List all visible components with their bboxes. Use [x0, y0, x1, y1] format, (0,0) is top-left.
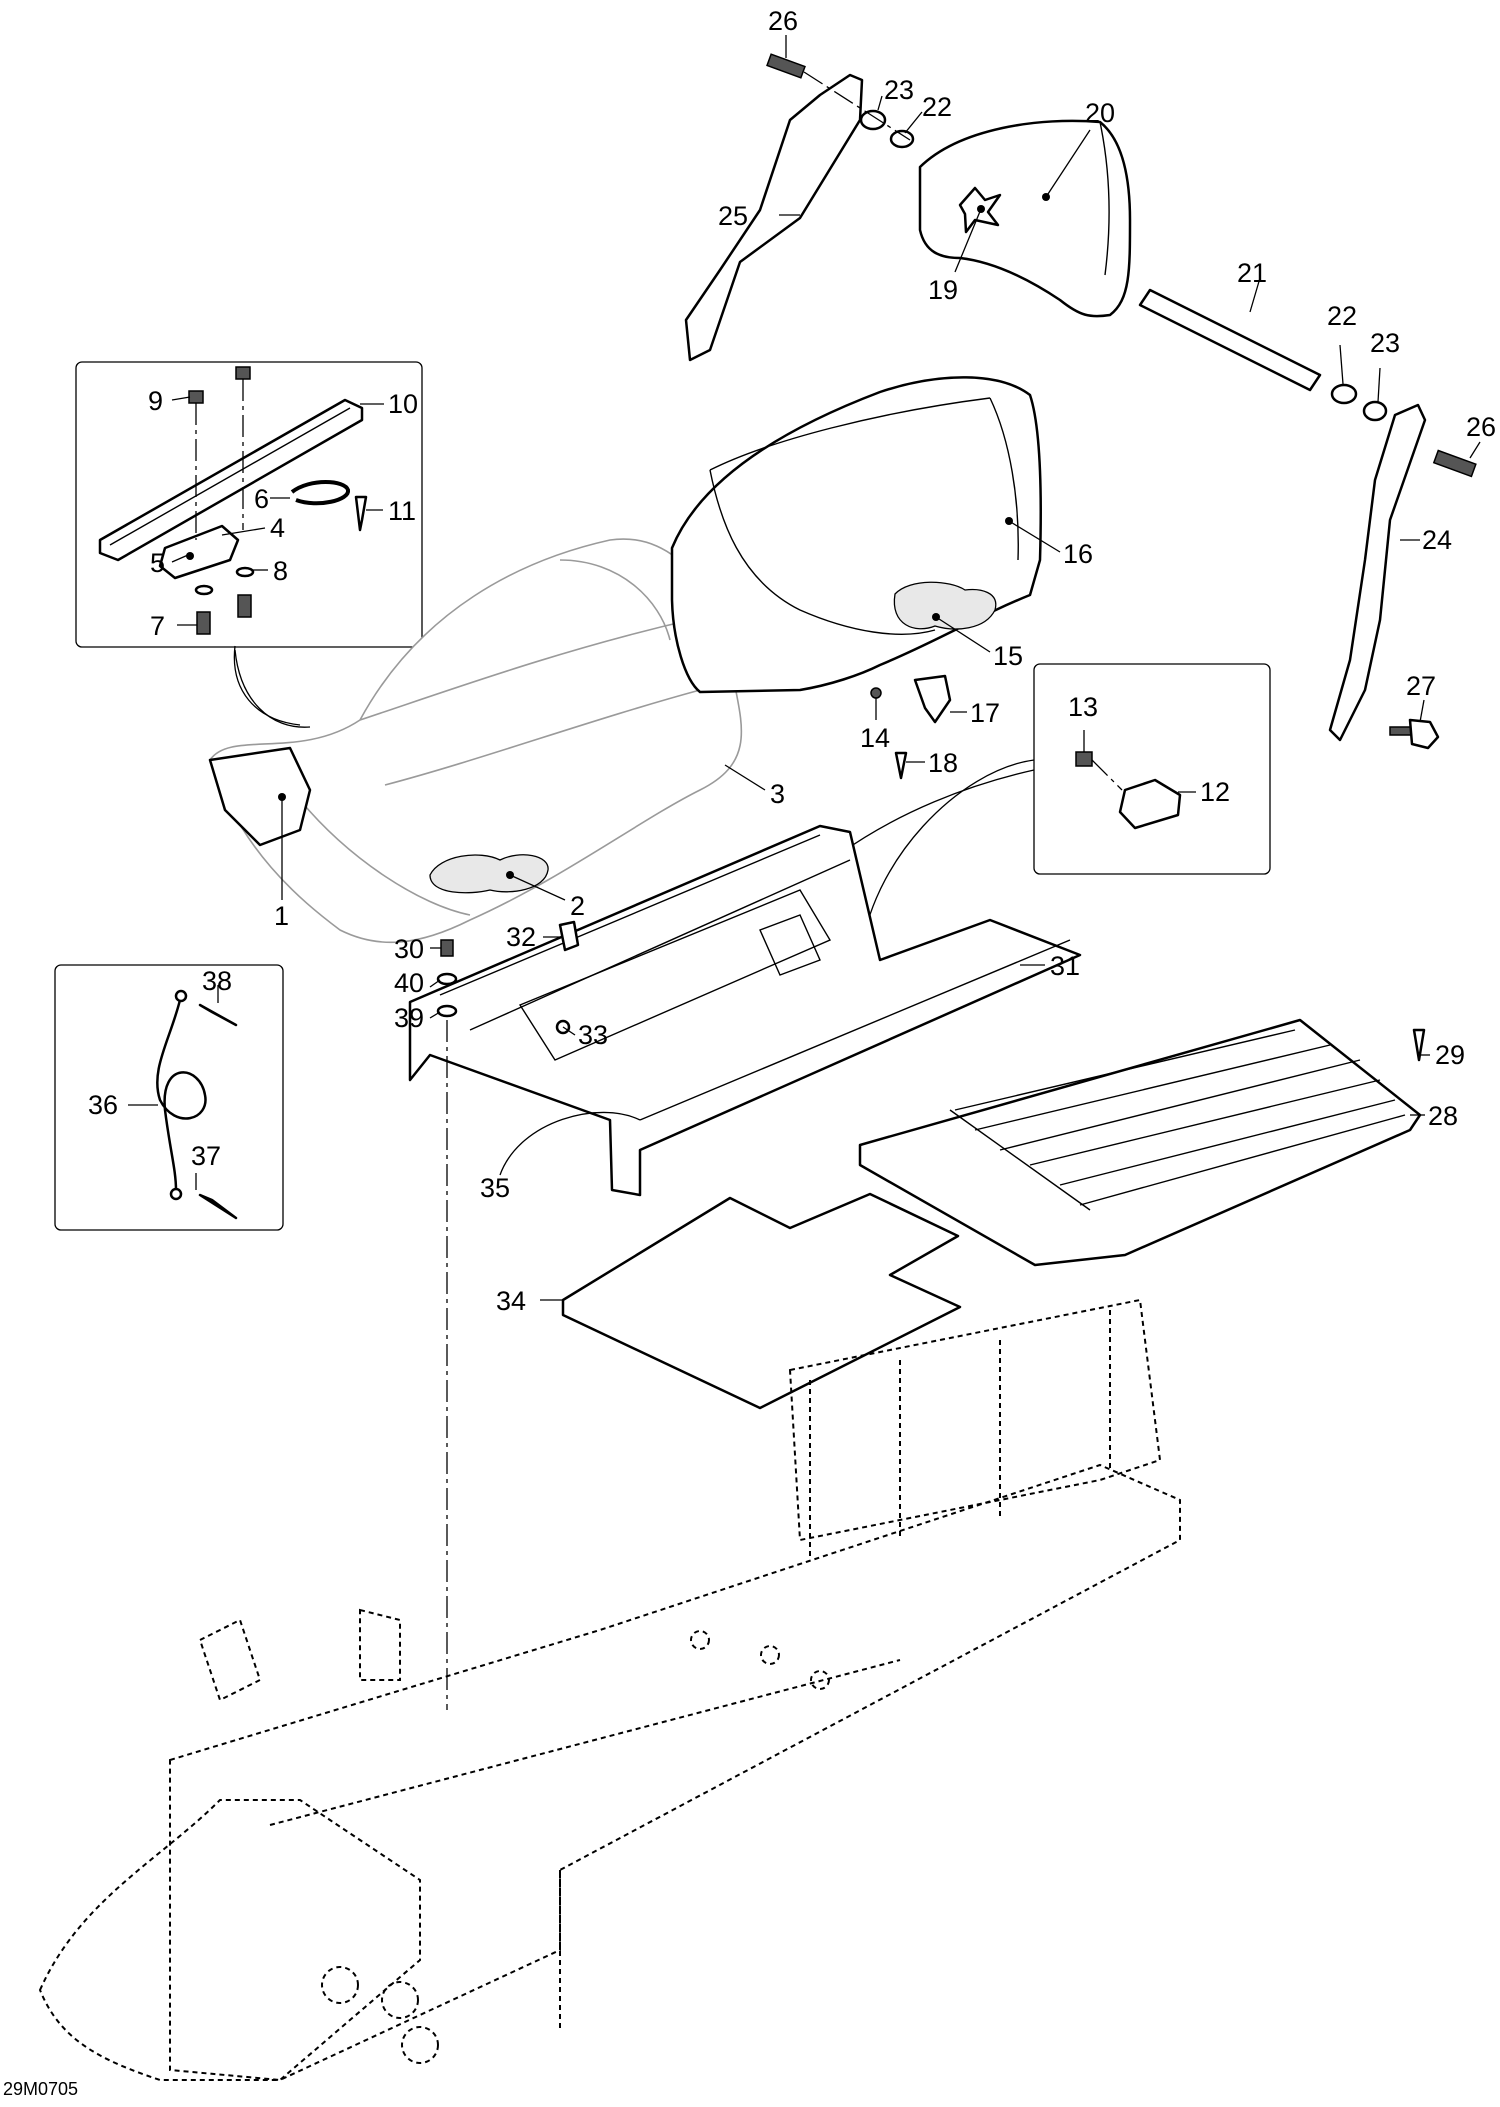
fastener-14	[870, 687, 882, 699]
seat-pad-2	[429, 854, 549, 894]
callout-labels: 1 2 3 4 5 6 7 8 9 10 11 12 13 14 15 16 1…	[88, 6, 1496, 1316]
callout-26-top: 26	[768, 6, 798, 36]
washer-22-bottom	[1330, 383, 1358, 405]
seat-front-cap-1	[208, 746, 312, 847]
callout-39: 39	[394, 1003, 424, 1033]
rod-21	[1138, 288, 1322, 392]
callout-1: 1	[274, 901, 289, 931]
callout-31: 31	[1050, 951, 1080, 981]
nut-9	[188, 390, 204, 404]
bracket-24	[1328, 403, 1427, 742]
callout-28: 28	[1428, 1101, 1458, 1131]
leader-lines	[128, 35, 1481, 1301]
latch-spring-6	[290, 480, 350, 506]
callout-35: 35	[480, 1173, 510, 1203]
backrest-cushion-16	[670, 376, 1042, 694]
callout-14: 14	[860, 723, 890, 753]
detail-box-seat-latch	[75, 361, 423, 648]
rivet-38	[198, 1003, 238, 1027]
washer-40	[436, 972, 458, 986]
callout-7: 7	[150, 611, 165, 641]
leader-seat-latch	[234, 649, 311, 728]
detail-leader-latch	[233, 645, 301, 726]
rivet-29	[1412, 1028, 1426, 1062]
backrest-pad-20	[918, 119, 1132, 318]
callout-10: 10	[388, 389, 418, 419]
detail-box-hinge	[1033, 663, 1271, 875]
callout-26-bottom: 26	[1466, 412, 1496, 442]
callout-33: 33	[578, 1020, 608, 1050]
cargo-rack-28	[858, 1018, 1422, 1267]
rivet-11	[354, 495, 368, 532]
washer-8	[194, 566, 255, 596]
callout-2: 2	[570, 891, 585, 921]
callout-8: 8	[273, 556, 288, 586]
axis-line-hinge	[1091, 759, 1123, 791]
knob-27	[1389, 718, 1440, 750]
detail-box-tether-cable	[54, 964, 284, 1231]
backrest-pad-15	[893, 581, 997, 630]
screw-26-bottom	[1432, 449, 1477, 478]
callout-25: 25	[718, 201, 748, 231]
washer-23-top	[859, 109, 887, 131]
callout-12: 12	[1200, 777, 1230, 807]
callout-24: 24	[1422, 525, 1452, 555]
screw-7	[196, 594, 252, 635]
latch-bracket-10	[98, 398, 364, 562]
bracket-17	[913, 674, 952, 724]
nut-9b	[235, 366, 251, 380]
callout-17: 17	[970, 698, 1000, 728]
callout-34: 34	[496, 1286, 526, 1316]
callout-19: 19	[928, 275, 958, 305]
callout-30: 30	[394, 934, 424, 964]
washer-22-top	[889, 129, 915, 149]
callout-3: 3	[770, 779, 785, 809]
drawing-code: 29M0705	[3, 2079, 78, 2099]
callout-23-bottom: 23	[1370, 328, 1400, 358]
callout-6: 6	[254, 484, 269, 514]
callout-21: 21	[1237, 258, 1267, 288]
hinge-12	[1118, 778, 1182, 830]
bolt-30	[440, 939, 454, 957]
callout-9: 9	[148, 386, 163, 416]
bracket-25	[684, 73, 864, 362]
callout-5: 5	[150, 548, 165, 578]
callout-15: 15	[993, 641, 1023, 671]
callout-13: 13	[1068, 692, 1098, 722]
callout-22-top: 22	[922, 92, 952, 122]
screw-13	[1075, 751, 1093, 767]
callout-18: 18	[928, 748, 958, 778]
bumper-32	[558, 920, 580, 952]
callout-23-top: 23	[884, 75, 914, 105]
seat-assembly-3	[209, 538, 743, 944]
callout-20: 20	[1085, 98, 1115, 128]
tether-cable-36	[156, 989, 207, 1201]
callout-16: 16	[1063, 539, 1093, 569]
callout-27: 27	[1406, 671, 1436, 701]
callout-32: 32	[506, 922, 536, 952]
foam-pad-34	[561, 1192, 962, 1410]
callout-4: 4	[270, 513, 285, 543]
callout-40: 40	[394, 968, 424, 998]
chassis-tunnel	[38, 1298, 1181, 2082]
callout-29: 29	[1435, 1040, 1465, 1070]
callout-37: 37	[191, 1141, 221, 1171]
seat-base-31	[408, 824, 1082, 1197]
rivet-37	[198, 1193, 238, 1220]
axis-line-top	[803, 71, 911, 141]
screw-26-top	[766, 53, 806, 79]
rivet-18	[894, 751, 908, 780]
washer-23-bottom	[1362, 400, 1388, 422]
callout-22-bottom: 22	[1327, 301, 1357, 331]
callout-36: 36	[88, 1090, 118, 1120]
latch-mechanism-4	[158, 524, 240, 580]
callout-11: 11	[388, 496, 416, 526]
washer-39	[436, 1004, 458, 1018]
callout-38: 38	[202, 966, 232, 996]
